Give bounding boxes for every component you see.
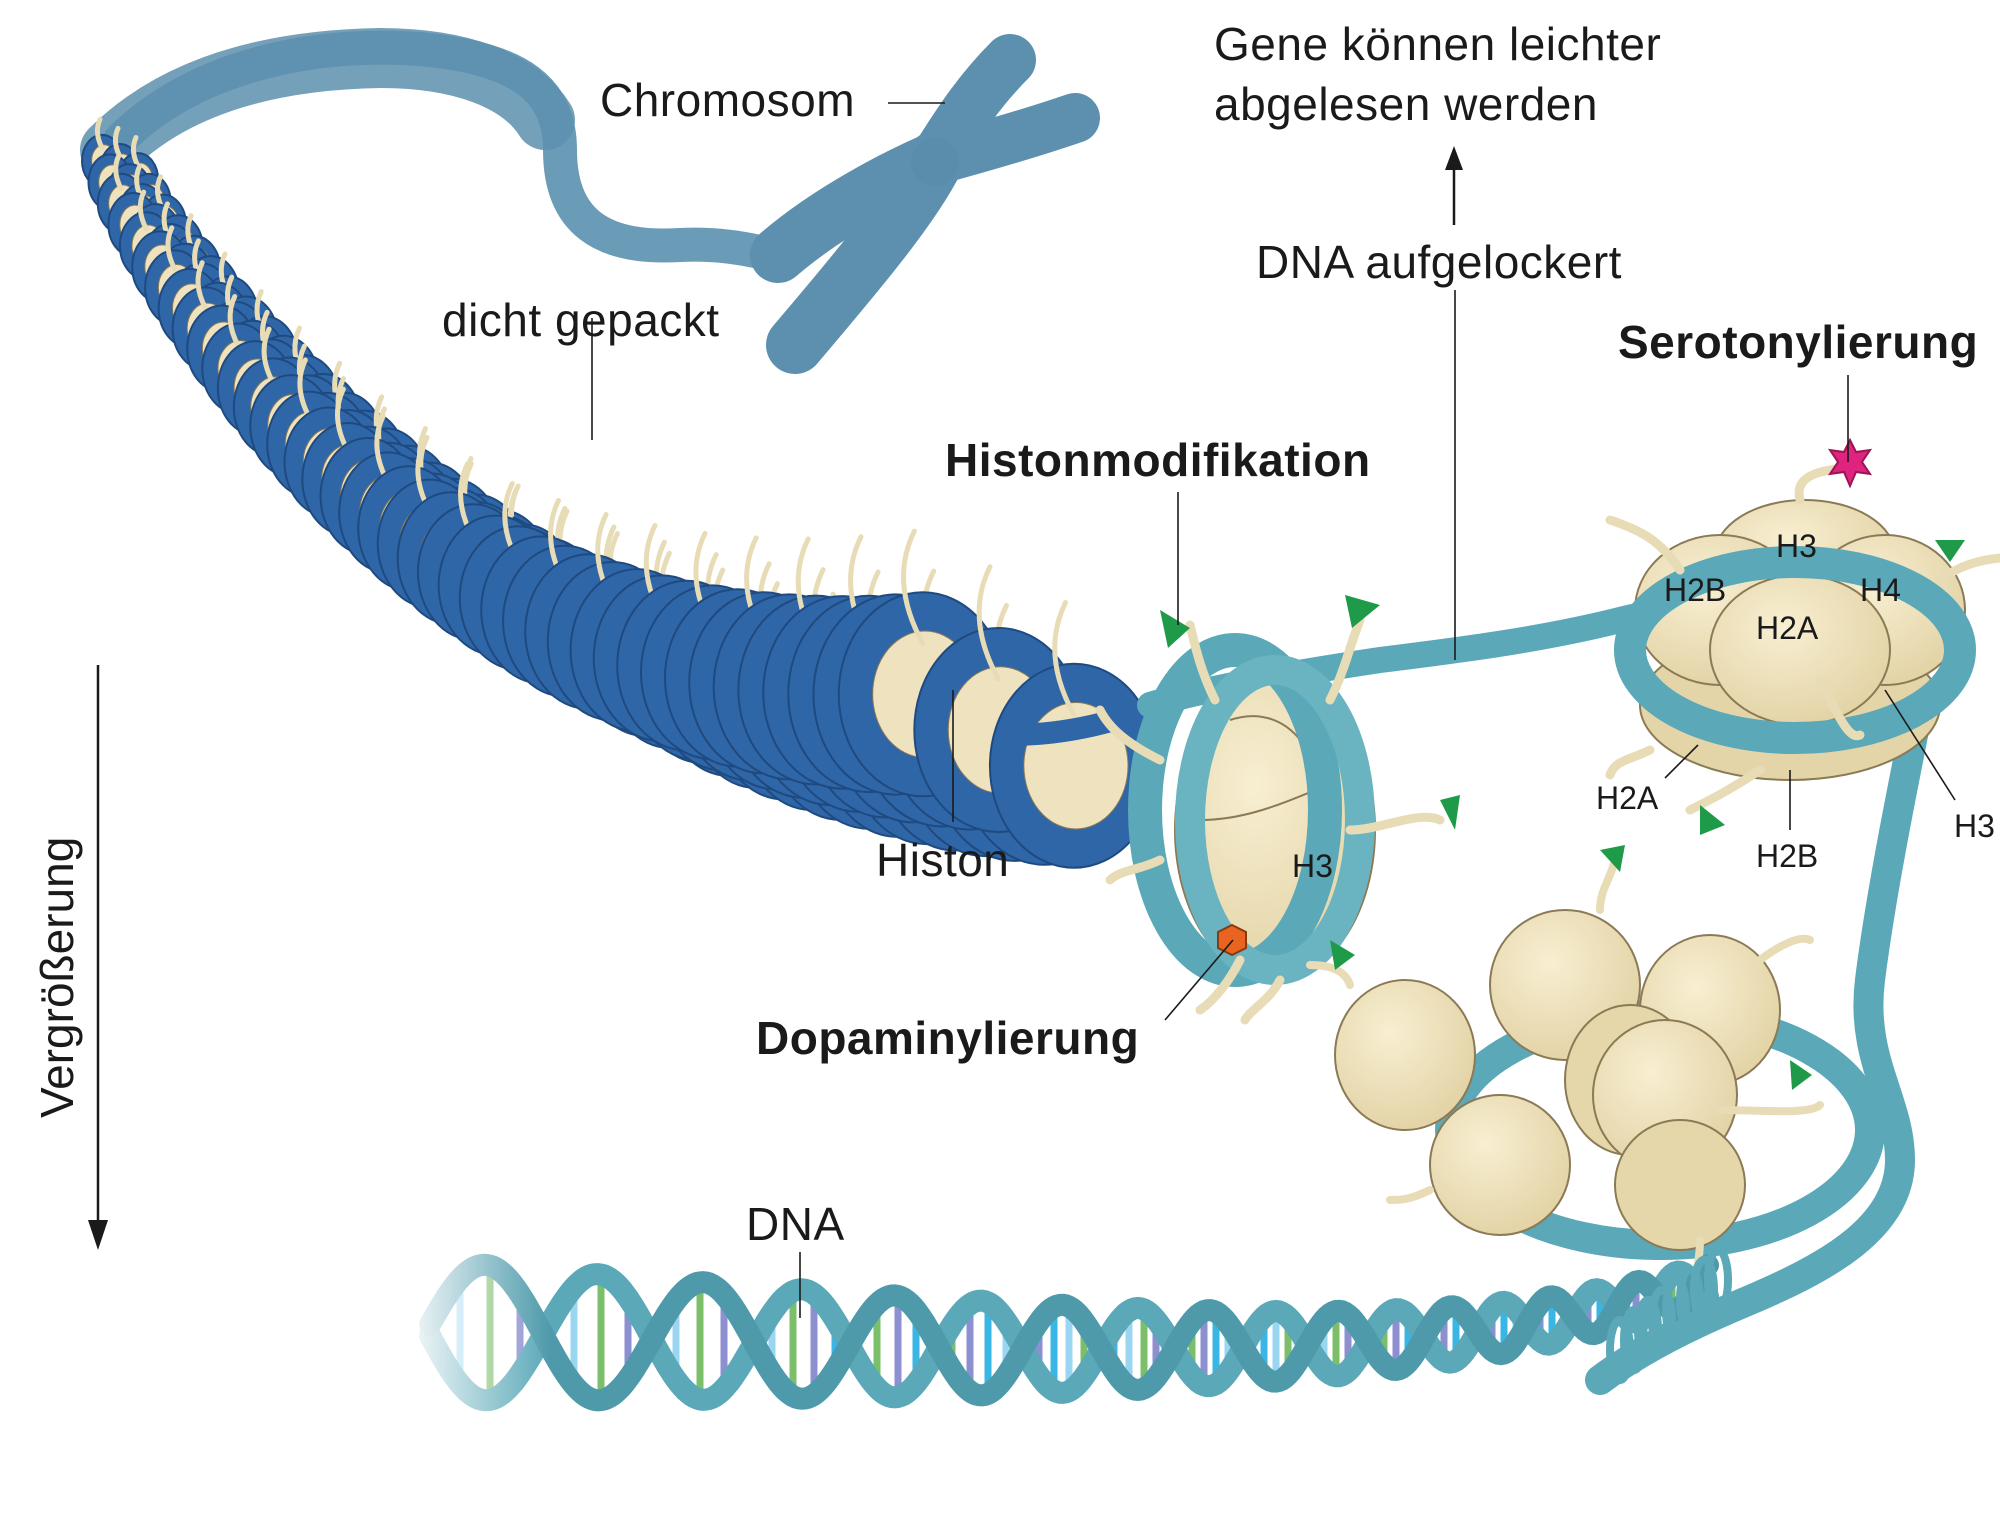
- acetyl-marker-icon: [1790, 1060, 1812, 1090]
- label-subunit-h3-bottom: H3: [1954, 808, 1995, 844]
- acetyl-marker-icon: [1935, 540, 1965, 562]
- label-histone: Histon: [876, 834, 1010, 886]
- acetyl-marker-icon: [1600, 845, 1625, 872]
- dna-coil: [1606, 1316, 1634, 1384]
- acetyl-marker-icon: [1345, 595, 1380, 628]
- readable-arrow: [1445, 146, 1463, 225]
- dna-strand: [419, 1260, 1719, 1412]
- label-subunit-h2b-bottom: H2B: [1756, 838, 1819, 874]
- loosened-nucleosome-cluster: [1306, 856, 1885, 1304]
- label-dna-loosened: DNA aufgelockert: [1256, 236, 1622, 288]
- label-magnification: Vergrößerung: [31, 836, 83, 1118]
- acetyl-marker-icon: [1700, 805, 1725, 835]
- dna-coil: [1648, 1286, 1676, 1354]
- label-dna: DNA: [746, 1198, 845, 1250]
- label-subunit-h2a-top: H2A: [1756, 610, 1819, 646]
- modification-markers: [1160, 437, 1965, 1090]
- dna-strand: [419, 1253, 1719, 1412]
- acetyl-marker-icon: [1330, 940, 1355, 970]
- label-genes-readable-line1: Gene können leichter: [1214, 18, 1662, 70]
- dna-coil: [1620, 1306, 1648, 1374]
- chromosome-shape: [750, 34, 1100, 374]
- label-subunit-h2a-bottom: H2A: [1596, 780, 1659, 816]
- label-subunit-h2b-top: H2B: [1664, 572, 1727, 608]
- dna-coil: [1634, 1296, 1662, 1364]
- dna-coil: [1690, 1256, 1718, 1324]
- dna-coil: [1676, 1266, 1704, 1334]
- leader-lines: [591, 102, 1956, 1318]
- acetyl-marker-icon: [1440, 795, 1460, 830]
- nucleosome-middle: [1095, 615, 1445, 1025]
- label-densely-packed: dicht gepackt: [442, 294, 720, 346]
- dna-double-helix: [419, 1246, 1732, 1412]
- serotonin-star-icon: [1827, 437, 1873, 489]
- label-histone-modification: Histonmodifikation: [945, 434, 1371, 486]
- label-dopaminylation: Dopaminylierung: [756, 1012, 1140, 1064]
- label-subunit-h4-top: H4: [1860, 572, 1901, 608]
- acetyl-marker-icon: [1160, 610, 1190, 648]
- chromatin-fiber-tail: [80, 27, 777, 269]
- label-serotonylation: Serotonylierung: [1618, 316, 1979, 368]
- label-chromosome: Chromosom: [600, 74, 856, 126]
- label-subunit-h3-top: H3: [1776, 528, 1817, 564]
- label-genes-readable-line2: abgelesen werden: [1214, 78, 1598, 130]
- magnification-arrow: [88, 665, 108, 1250]
- label-subunit-h3-center: H3: [1292, 848, 1333, 884]
- dna-coil: [1662, 1276, 1690, 1344]
- dna-coil: [1704, 1246, 1732, 1314]
- nucleosome-right: [1605, 463, 2000, 815]
